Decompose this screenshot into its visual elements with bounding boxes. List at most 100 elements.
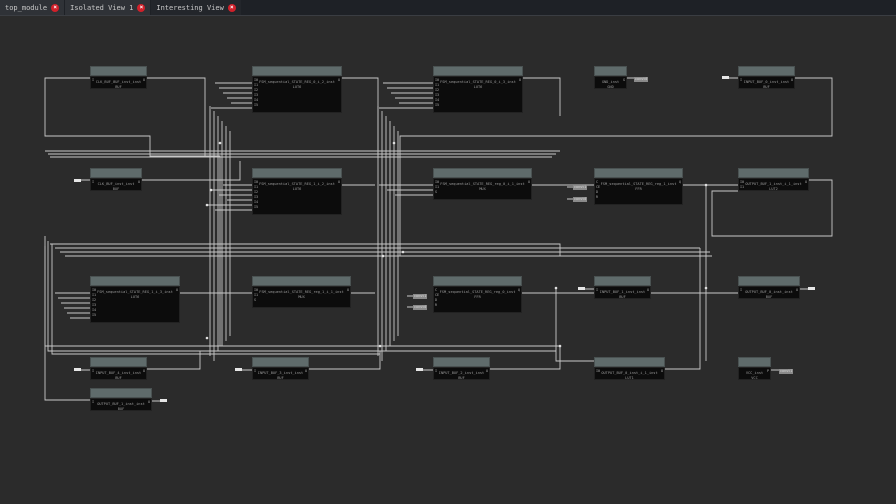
close-tab-icon[interactable]: × xyxy=(227,3,236,12)
io-port[interactable] xyxy=(722,76,729,79)
output-pin[interactable]: O xyxy=(337,78,340,82)
input-pin[interactable]: I4 xyxy=(254,200,259,204)
input-pin[interactable]: I3 xyxy=(254,195,259,199)
input-pin[interactable]: I5 xyxy=(92,313,97,317)
node-header[interactable] xyxy=(738,357,771,367)
input-pin[interactable]: R xyxy=(596,195,599,199)
node-header[interactable] xyxy=(433,66,523,76)
output-pin[interactable]: G xyxy=(622,78,625,82)
output-pin[interactable]: O xyxy=(304,369,307,373)
io-port[interactable] xyxy=(235,368,242,371)
output-pin[interactable]: O xyxy=(337,180,340,184)
input-pin[interactable]: I0 xyxy=(254,288,259,292)
tab-interesting-view[interactable]: Interesting View× xyxy=(151,0,242,15)
input-pin[interactable]: I0 xyxy=(435,78,440,82)
io-port[interactable] xyxy=(74,179,81,182)
input-pin[interactable]: C xyxy=(596,180,599,184)
node-header[interactable] xyxy=(738,276,800,286)
output-pin[interactable]: O xyxy=(175,288,178,292)
tab-isolated-view-1[interactable]: Isolated View 1× xyxy=(65,0,152,15)
node-header[interactable] xyxy=(594,276,651,286)
input-pin[interactable]: I5 xyxy=(254,103,259,107)
node-header[interactable] xyxy=(90,168,142,178)
input-pin[interactable]: I1 xyxy=(435,83,440,87)
input-pin[interactable]: I1 xyxy=(92,293,97,297)
io-port[interactable] xyxy=(416,368,423,371)
input-pin[interactable]: I0 xyxy=(596,369,601,373)
output-pin[interactable]: O xyxy=(346,288,349,292)
output-pin[interactable]: O xyxy=(795,288,798,292)
input-pin[interactable]: I xyxy=(254,369,257,373)
input-pin[interactable]: I1 xyxy=(740,185,745,189)
node-header[interactable] xyxy=(738,66,795,76)
input-pin[interactable]: I xyxy=(740,78,743,82)
output-pin[interactable]: O xyxy=(646,288,649,292)
input-pin[interactable]: CE xyxy=(596,185,601,189)
close-tab-icon[interactable]: × xyxy=(137,3,146,12)
node-header[interactable] xyxy=(252,357,309,367)
input-pin[interactable]: I3 xyxy=(435,93,440,97)
output-pin[interactable]: Q xyxy=(517,288,520,292)
node-header[interactable] xyxy=(433,276,522,286)
output-pin[interactable]: O xyxy=(485,369,488,373)
node-header[interactable] xyxy=(433,357,490,367)
input-pin[interactable]: I4 xyxy=(435,98,440,102)
input-pin[interactable]: I4 xyxy=(92,308,97,312)
input-pin[interactable]: I xyxy=(92,180,95,184)
input-pin[interactable]: I3 xyxy=(92,303,97,307)
io-port[interactable] xyxy=(578,287,585,290)
input-pin[interactable]: I0 xyxy=(254,180,259,184)
output-pin[interactable]: O xyxy=(142,369,145,373)
input-pin[interactable]: I2 xyxy=(435,88,440,92)
node-header[interactable] xyxy=(252,168,342,178)
io-port[interactable] xyxy=(160,399,167,402)
node-header[interactable] xyxy=(90,388,152,398)
node-header[interactable] xyxy=(433,168,532,178)
input-pin[interactable]: I5 xyxy=(435,103,440,107)
input-pin[interactable]: I1 xyxy=(435,185,440,189)
input-pin[interactable]: I2 xyxy=(254,88,259,92)
output-pin[interactable]: P xyxy=(766,369,769,373)
node-header[interactable] xyxy=(594,357,665,367)
input-pin[interactable]: I0 xyxy=(254,78,259,82)
input-pin[interactable]: S xyxy=(435,190,438,194)
input-pin[interactable]: I1 xyxy=(254,83,259,87)
input-pin[interactable]: I xyxy=(92,78,95,82)
tab-top-module[interactable]: top_module× xyxy=(0,0,66,15)
close-tab-icon[interactable]: × xyxy=(51,3,60,12)
input-pin[interactable]: I0 xyxy=(435,180,440,184)
input-pin[interactable]: I1 xyxy=(254,293,259,297)
node-header[interactable] xyxy=(252,276,351,286)
node-header[interactable] xyxy=(594,66,627,76)
node-header[interactable] xyxy=(252,66,342,76)
input-pin[interactable]: I1 xyxy=(254,185,259,189)
input-pin[interactable]: I4 xyxy=(254,98,259,102)
input-pin[interactable]: S xyxy=(254,298,257,302)
output-pin[interactable]: O xyxy=(518,78,521,82)
input-pin[interactable]: I2 xyxy=(92,298,97,302)
input-pin[interactable]: I3 xyxy=(254,93,259,97)
output-pin[interactable]: O xyxy=(804,180,807,184)
node-header[interactable] xyxy=(90,276,180,286)
node-header[interactable] xyxy=(738,168,809,178)
input-pin[interactable]: I2 xyxy=(254,190,259,194)
node-header[interactable] xyxy=(90,357,147,367)
output-pin[interactable]: O xyxy=(660,369,663,373)
